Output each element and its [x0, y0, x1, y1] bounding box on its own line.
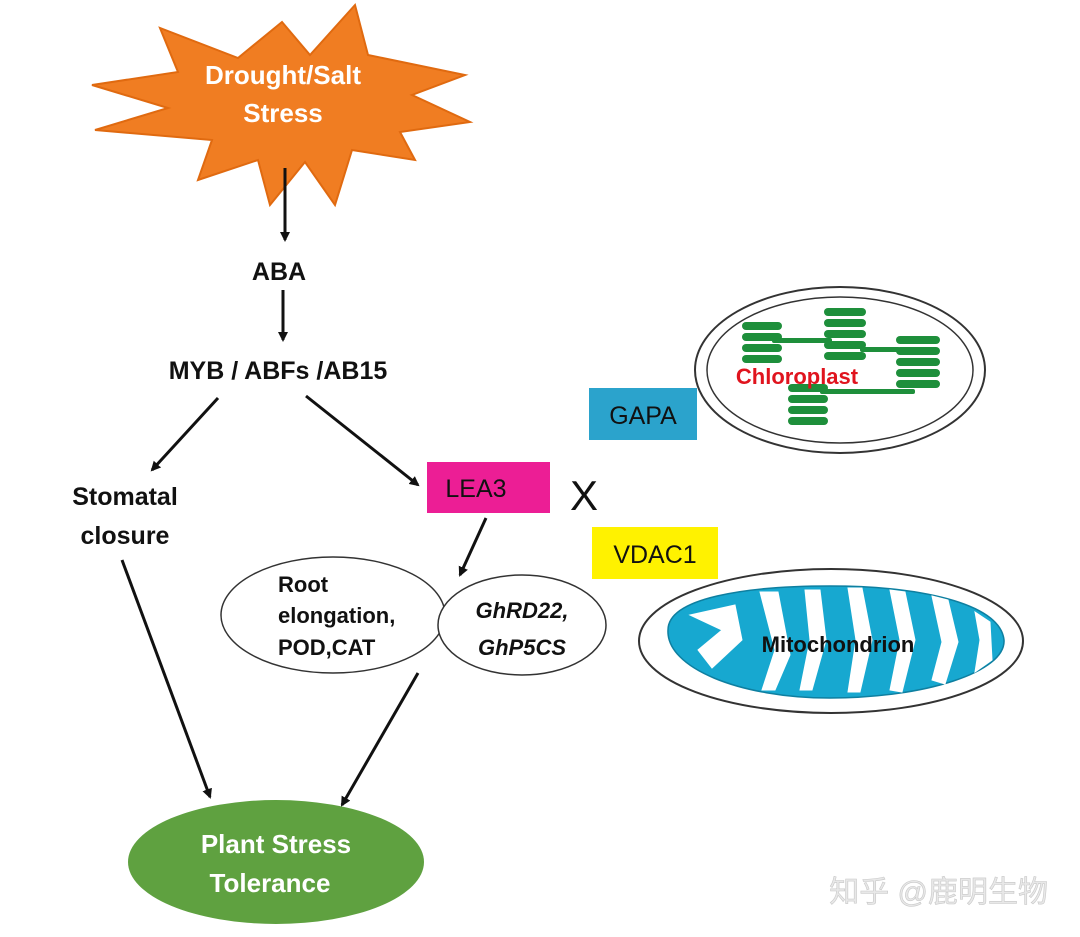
- tf-label: MYB / ABFs /AB15: [169, 357, 388, 385]
- stress-label-line1: Drought/Salt: [205, 60, 361, 90]
- root-label-line2: elongation,: [278, 603, 395, 628]
- stomatal-label-line2: closure: [81, 522, 170, 550]
- tolerance-node: Plant Stress Tolerance: [128, 800, 424, 924]
- stress-burst-shape: [91, 2, 474, 208]
- mitochondrion-label: Mitochondrion: [762, 632, 915, 657]
- edges: [120, 168, 488, 807]
- vdac1-label: VDAC1: [613, 541, 696, 569]
- root-label-line3: POD,CAT: [278, 635, 376, 660]
- mitochondrion-icon: [638, 568, 1024, 714]
- watermark: 知乎 @鹿明生物: [829, 876, 1048, 909]
- arrow-stomatal-to-tolerance: [120, 559, 212, 799]
- gapa-box: [589, 388, 697, 440]
- gapa-label: GAPA: [609, 402, 677, 430]
- lea3-node: LEA3: [427, 462, 550, 513]
- stomatal-node: Stomatal closure: [72, 483, 178, 550]
- chloroplast-label: Chloroplast: [736, 364, 859, 389]
- chloroplast-node: Chloroplast: [694, 286, 986, 454]
- vdac1-box: [592, 527, 718, 579]
- interaction-x-label: X: [570, 472, 598, 519]
- vdac1-node: VDAC1: [592, 527, 718, 579]
- aba-label: ABA: [252, 258, 306, 286]
- arrow-root-to-tolerance: [340, 672, 420, 807]
- stress-node: Drought/Salt Stress: [91, 2, 474, 208]
- arrow-tf-to-lea3: [305, 394, 420, 487]
- genes-label-line2: GhP5CS: [478, 635, 566, 660]
- arrow-lea3-to-genes: [458, 517, 488, 577]
- genes-label-line1: GhRD22,: [476, 598, 569, 623]
- mitochondrion-node: Mitochondrion: [638, 568, 1024, 714]
- tolerance-label-line2: Tolerance: [210, 868, 331, 898]
- root-node: Root elongation, POD,CAT: [220, 556, 446, 674]
- tolerance-label-line1: Plant Stress: [201, 829, 351, 859]
- tolerance-ellipse: [128, 800, 424, 924]
- lea3-box: [427, 462, 550, 513]
- chloroplast-icon: [694, 286, 986, 454]
- stomatal-label-line1: Stomatal: [72, 483, 178, 511]
- genes-ellipse: [437, 574, 607, 676]
- stress-label-line2: Stress: [243, 98, 323, 128]
- lea3-label: LEA3: [445, 475, 506, 503]
- arrow-tf-to-stomatal: [150, 396, 220, 472]
- gapa-node: GAPA: [589, 388, 697, 440]
- genes-node: GhRD22, GhP5CS: [437, 574, 607, 676]
- root-label-line1: Root: [278, 572, 329, 597]
